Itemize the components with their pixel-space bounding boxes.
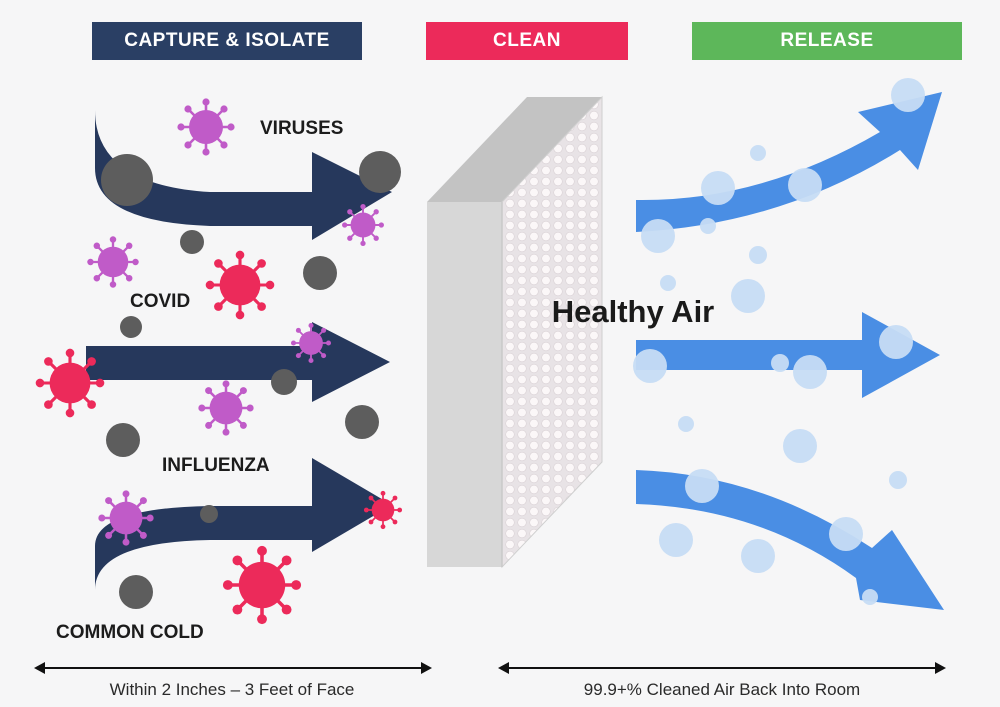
air-bubble [750, 145, 766, 161]
air-bubble [889, 471, 907, 489]
dust-particle [271, 369, 297, 395]
air-bubble [701, 171, 735, 205]
clean-arrow-top [636, 92, 942, 232]
virus-icon [197, 379, 255, 437]
air-bubble [633, 349, 667, 383]
healthy-air-label: Healthy Air [552, 294, 715, 329]
dust-particle [180, 230, 204, 254]
air-bubble [862, 589, 878, 605]
dust-particle [200, 505, 218, 523]
air-bubble [731, 279, 765, 313]
clean-air-bubbles [633, 78, 925, 605]
dust-particle [303, 256, 337, 290]
dust-particle [120, 316, 142, 338]
air-bubble [783, 429, 817, 463]
virus-icon [176, 97, 236, 157]
dust-particle [345, 405, 379, 439]
virus-icon [363, 490, 403, 530]
dust-particle [119, 575, 153, 609]
air-bubble [793, 355, 827, 389]
banner-clean: CLEAN [426, 22, 628, 60]
clean-arrow-bottom [636, 470, 944, 610]
dust-particle [359, 151, 401, 193]
air-bubble [678, 416, 694, 432]
air-bubble [641, 219, 675, 253]
virus-icon [290, 322, 332, 364]
banner-release: RELEASE [692, 22, 962, 60]
dust-particles [101, 151, 401, 609]
air-bubble [788, 168, 822, 202]
air-bubble [741, 539, 775, 573]
label-common-cold: COMMON COLD [56, 622, 204, 643]
air-bubble [829, 517, 863, 551]
clean-arrow-middle [636, 312, 940, 398]
dust-particle [101, 154, 153, 206]
air-bubble [660, 275, 676, 291]
range-indicator-right [498, 662, 946, 674]
virus-icon [341, 203, 385, 247]
dust-particle [106, 423, 140, 457]
air-bubble [891, 78, 925, 112]
air-filter [427, 95, 603, 569]
air-bubble [749, 246, 767, 264]
footer-left-caption: Within 2 Inches – 3 Feet of Face [110, 680, 355, 699]
label-viruses: VIRUSES [260, 118, 343, 139]
virus-icon [97, 489, 155, 547]
range-indicator-left [34, 662, 432, 674]
virus-icon [204, 249, 276, 321]
air-bubble [771, 354, 789, 372]
virus-icon [221, 544, 303, 626]
label-influenza: INFLUENZA [162, 455, 270, 476]
dark-arrow-bottom [95, 458, 392, 590]
virus-icon [34, 347, 106, 419]
dark-arrow-top [95, 110, 392, 240]
footer-right-caption: 99.9+% Cleaned Air Back Into Room [584, 680, 860, 699]
air-bubble [659, 523, 693, 557]
virus-icon [86, 235, 140, 289]
air-bubble [700, 218, 716, 234]
banner-capture-isolate: CAPTURE & ISOLATE [92, 22, 362, 60]
air-bubble [685, 469, 719, 503]
label-covid: COVID [130, 291, 190, 312]
air-bubble [879, 325, 913, 359]
